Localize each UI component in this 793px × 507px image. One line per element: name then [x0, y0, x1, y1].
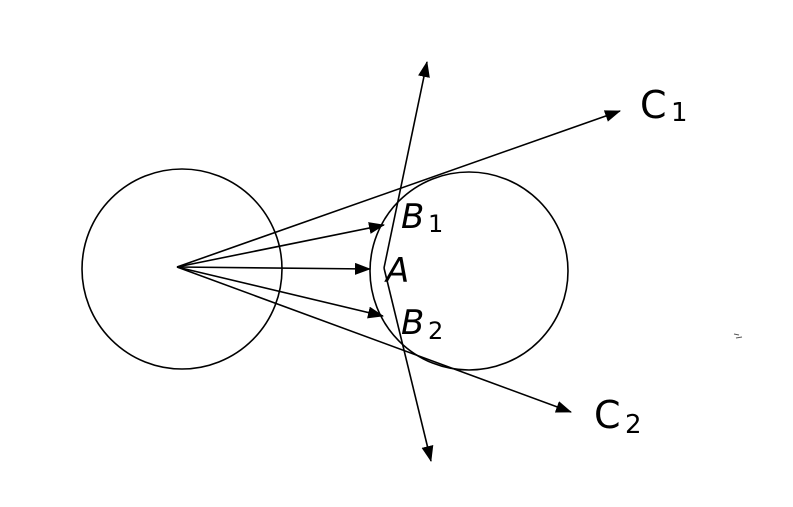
arrow-to-B2	[176, 266, 384, 319]
arrow-up-tangent	[383, 61, 430, 269]
left-circle	[81, 168, 283, 370]
arrow-down-tangent	[383, 267, 434, 462]
label-B1: B	[401, 197, 424, 237]
arrow-to-B1	[176, 222, 385, 268]
label-B1-subscript: 1	[428, 210, 443, 238]
label-B2-subscript: 2	[428, 317, 443, 345]
label-B2: B	[401, 303, 424, 343]
label-C1-subscript: 1	[671, 98, 688, 128]
label-C1: C	[640, 83, 667, 127]
label-A: A	[384, 251, 409, 291]
stray-mark	[733, 333, 743, 339]
arrow-to-C2	[176, 266, 572, 413]
arrow-to-A	[176, 262, 371, 275]
label-C2-subscript: 2	[625, 410, 642, 440]
arrow-to-C1	[176, 110, 621, 268]
label-C2: C	[594, 393, 621, 437]
